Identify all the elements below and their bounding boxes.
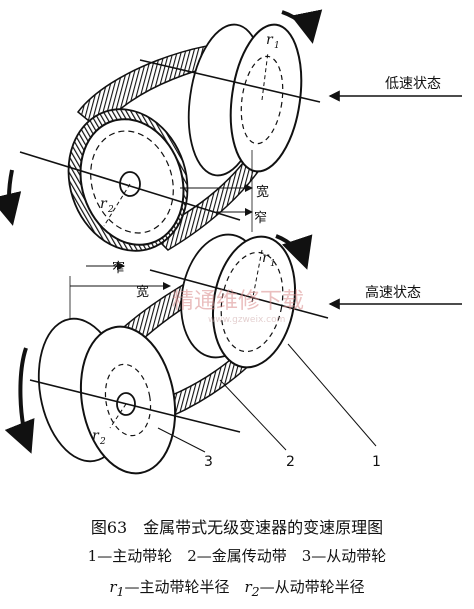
shaft-driven-high [29, 379, 241, 433]
rotation-arrow-top-right [281, 9, 323, 44]
drive-pulley-inner-high [220, 251, 284, 353]
radius-r1-symbol: r [109, 578, 117, 596]
wide-label-mid: 宽 [136, 284, 149, 300]
narrow-label-mid: 窄 [112, 260, 125, 276]
radius-r1-text: —主动带轮半径 [124, 578, 245, 596]
r1-radius-line-low [261, 51, 269, 101]
high-speed-label: 高速状态 [365, 284, 421, 301]
low-speed-label: 低速状态 [385, 76, 441, 92]
shaft-driven-low [19, 151, 241, 221]
r1-radius-line-high [251, 249, 263, 303]
shaft-drive-low [139, 59, 321, 103]
r1-sub-top: 1 [274, 41, 280, 51]
r2-sub-bottom: 2 [99, 437, 106, 447]
r1-sub-bottom: 1 [270, 259, 276, 269]
shaft-drive-high [149, 269, 329, 319]
r1-label-top: r [266, 32, 274, 48]
rotation-arrow-right-high [275, 234, 313, 270]
driven-pulley-inner-low [90, 130, 174, 234]
low-speed-assembly [0, 9, 323, 252]
radius-r2-sub: 2 [251, 584, 260, 599]
driven-pulley-inner-high [104, 363, 152, 437]
r2-sub-top: 2 [107, 205, 114, 215]
high-speed-assembly [4, 233, 377, 475]
drive-pulley-front-low [229, 23, 303, 173]
leader-line-1 [287, 343, 377, 447]
rotation-arrow-left-low [0, 169, 22, 226]
leader-line-2 [219, 379, 287, 451]
r2-label-top: r [100, 196, 108, 212]
r1-label-bottom: r [262, 250, 270, 266]
r2-radius-line-low [103, 183, 131, 227]
figure-radius-legend: r1—主动带轮半径 r2—从动带轮半径 [0, 576, 474, 599]
radius-r2-symbol: r [244, 578, 252, 596]
part-number-2: 2 [286, 454, 295, 470]
r2-radius-line-high [109, 403, 127, 429]
figure-legend: 1—主动带轮 2—金属传动带 3—从动带轮 [87, 547, 387, 565]
radius-r1-sub: 1 [116, 584, 125, 599]
drive-pulley-inner-low [240, 55, 284, 145]
narrow-label-top: 窄 [254, 210, 267, 226]
r2-label-bottom: r [92, 428, 100, 444]
radius-r2-text: —从动带轮半径 [259, 578, 365, 596]
rotation-arrow-left-high [4, 347, 35, 454]
part-number-3: 3 [204, 454, 213, 470]
wide-label-top: 宽 [256, 184, 269, 200]
watermark-url: www.gzweix.com [208, 315, 285, 325]
watermark-text: 精通维修下载 [172, 289, 304, 314]
figure-title: 图63 金属带式无级变速器的变速原理图 [90, 518, 384, 537]
part-number-1: 1 [372, 454, 381, 470]
leader-line-3 [157, 427, 206, 453]
